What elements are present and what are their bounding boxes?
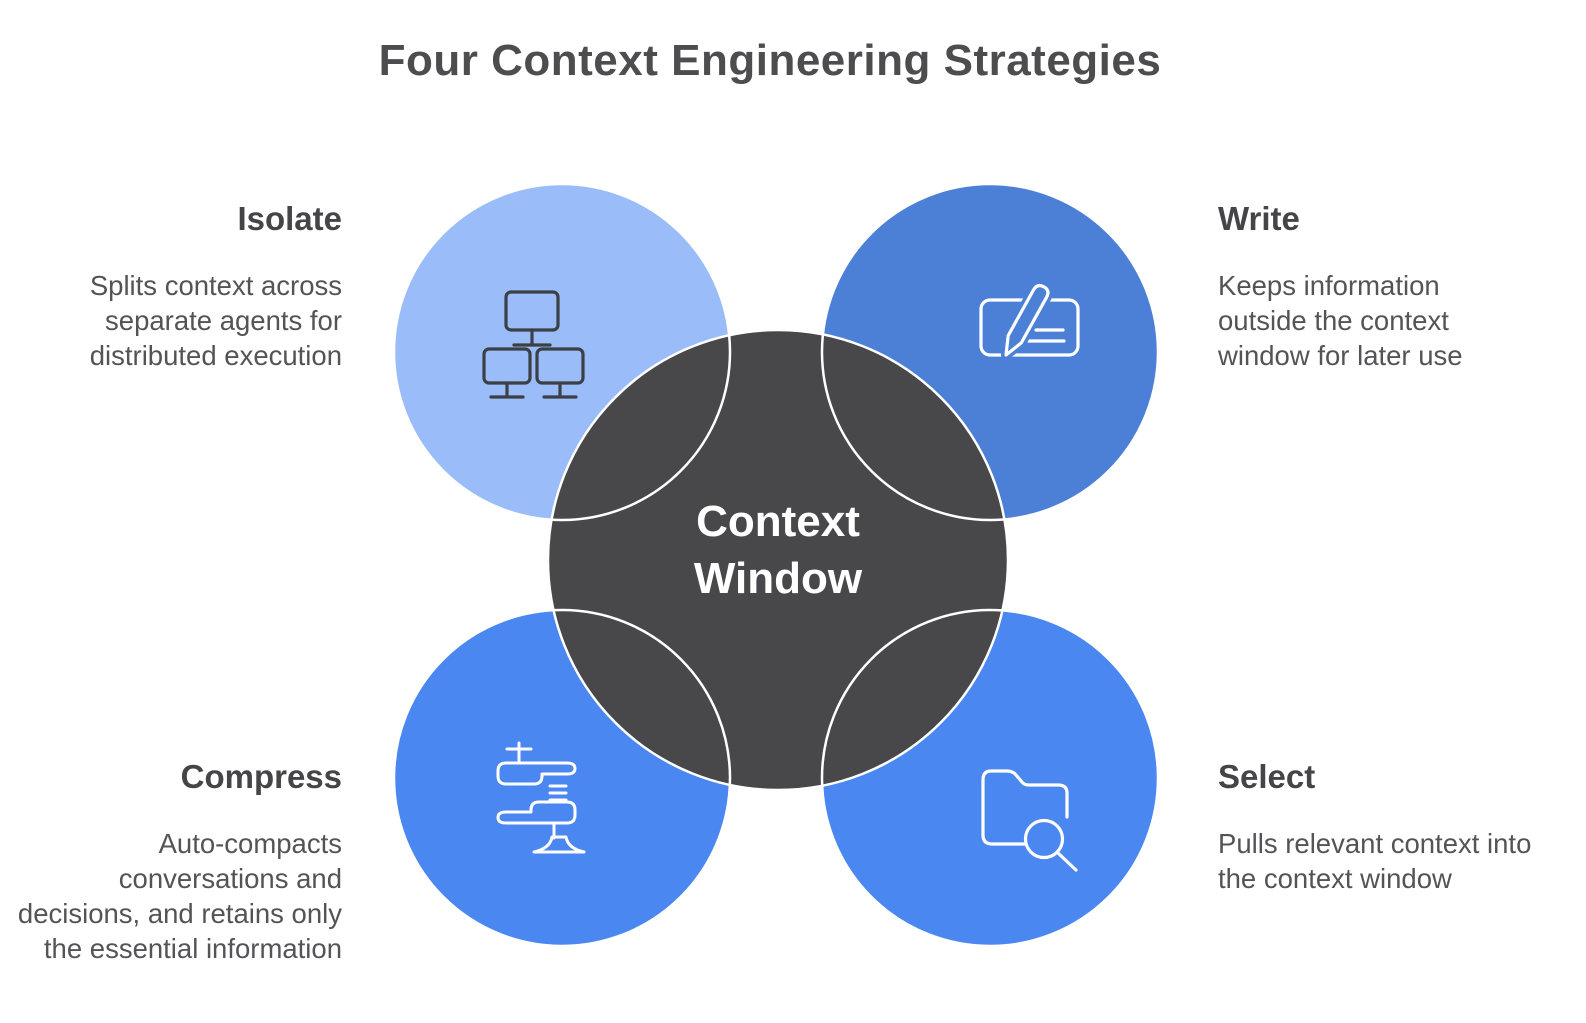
folder-search-icon <box>981 769 1078 872</box>
isolate-description: Splits context across separate agents fo… <box>89 270 342 371</box>
circle-outlines <box>392 182 1160 948</box>
compress-title: Compress <box>180 758 342 795</box>
select-section: Select Pulls relevant context into the c… <box>1218 758 1538 896</box>
select-description: Pulls relevant context into the context … <box>1218 828 1532 894</box>
write-section: Write Keeps information outside the cont… <box>1218 200 1503 373</box>
write-circle-outline <box>820 182 1160 522</box>
compress-section: Compress Auto-compacts conversations and… <box>12 758 342 966</box>
context-window-circle-outline <box>546 328 1010 792</box>
isolate-circle-outline <box>392 182 732 522</box>
pencil-outline <box>1004 283 1050 357</box>
write-title: Write <box>1218 200 1300 237</box>
note-pencil-icon <box>979 280 1080 360</box>
select-circle-outline <box>820 608 1160 948</box>
context-window-label: Context Window <box>693 497 863 603</box>
isolate-title: Isolate <box>237 200 342 237</box>
select-title: Select <box>1218 758 1316 795</box>
clamp-compress-icon <box>496 741 586 854</box>
context-window-circle <box>548 330 1008 790</box>
page-title: Four Context Engineering Strategies <box>378 36 1162 85</box>
network-monitors-icon <box>482 290 585 399</box>
compress-description: Auto-compacts conversations and decision… <box>17 828 342 964</box>
isolate-section: Isolate Splits context across separate a… <box>22 200 342 373</box>
write-description: Keeps information outside the context wi… <box>1218 270 1463 371</box>
compress-circle-outline <box>392 608 732 948</box>
